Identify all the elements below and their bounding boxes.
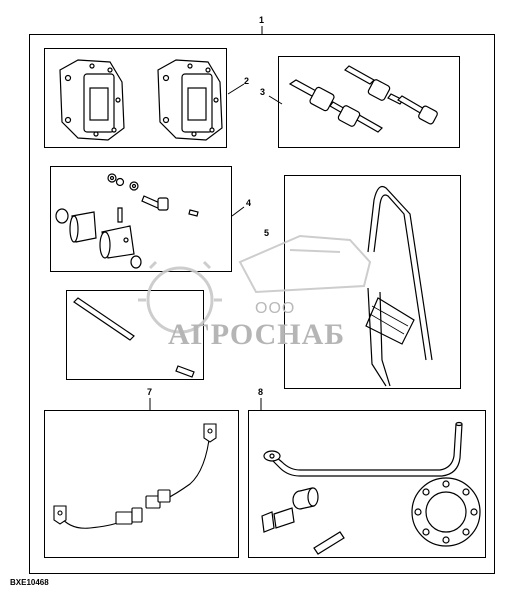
label-3: 3 [260, 87, 266, 97]
label-2: 2 [244, 76, 250, 86]
label-4: 4 [246, 198, 252, 208]
leader-2 [227, 83, 245, 95]
watermark-small-text: ООО [255, 300, 296, 317]
panel-part-3 [278, 56, 460, 148]
watermark-logo [138, 234, 372, 334]
leader-4 [231, 206, 245, 217]
label-7: 7 [147, 387, 153, 397]
leader-3 [268, 95, 283, 105]
watermark-brand-text: АГРОСНАБ [168, 318, 346, 351]
label-1: 1 [259, 15, 265, 25]
label-5: 5 [264, 228, 270, 238]
step-ladder [365, 185, 433, 387]
bearing-housing-left [59, 59, 125, 141]
shafts [288, 65, 438, 133]
figure-code: BXE10468 [10, 578, 49, 587]
taper-pin [313, 531, 345, 555]
bushing [292, 487, 319, 510]
bolt-flange-ring [411, 477, 481, 547]
label-8: 8 [258, 387, 264, 397]
flange-bolt [261, 507, 295, 533]
wiring-harness [53, 423, 217, 529]
fuel-line [263, 421, 463, 477]
bearing-housing-right [157, 59, 223, 141]
long-rod [73, 297, 195, 378]
pin-kit [55, 173, 199, 269]
